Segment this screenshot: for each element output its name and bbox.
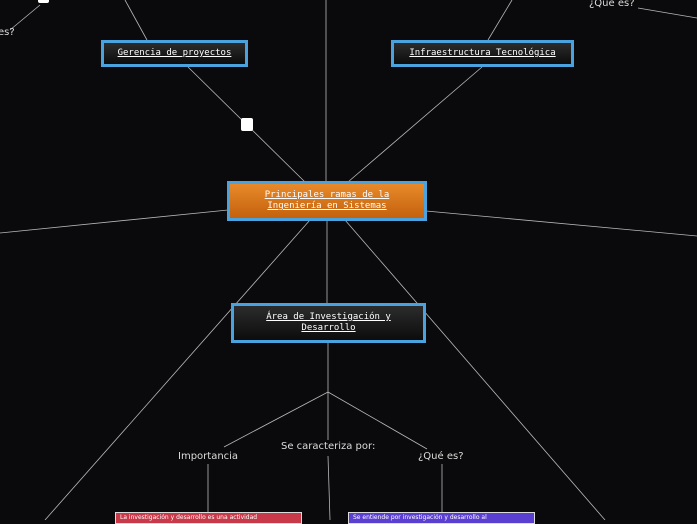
label-top-right-que-es: ¿Qué es?: [589, 0, 635, 9]
label-se-caracteriza[interactable]: Se caracteriza por:: [281, 441, 376, 452]
label-top-left-partial: es?: [0, 27, 15, 38]
collapse-handle[interactable]: [241, 118, 253, 131]
label-importancia[interactable]: Importancia: [178, 451, 239, 462]
node-investigacion-label: Área de Investigación y Desarrollo: [266, 312, 391, 333]
node-infraestructura-tecnologica[interactable]: Infraestructura Tecnológica: [391, 40, 574, 67]
node-central[interactable]: Principales ramas de la Ingeniería en Si…: [227, 181, 427, 221]
label-que-es[interactable]: ¿Qué es?: [418, 451, 464, 462]
node-central-label: Principales ramas de la Ingeniería en Si…: [264, 190, 390, 211]
card-que-es[interactable]: Se entiende por investigación y desarrol…: [348, 512, 535, 524]
node-infraestructura-label: Infraestructura Tecnológica: [409, 48, 556, 58]
card-importancia[interactable]: La investigación y desarrollo es una act…: [115, 512, 302, 524]
node-gerencia-label: Gerencia de proyectos: [117, 48, 232, 58]
card-importancia-text: La investigación y desarrollo es una act…: [120, 514, 258, 521]
collapse-handle-top[interactable]: [38, 0, 49, 3]
card-que-es-text: Se entiende por investigación y desarrol…: [353, 514, 487, 521]
node-investigacion-desarrollo[interactable]: Área de Investigación y Desarrollo: [231, 303, 426, 343]
node-gerencia-proyectos[interactable]: Gerencia de proyectos: [101, 40, 248, 67]
